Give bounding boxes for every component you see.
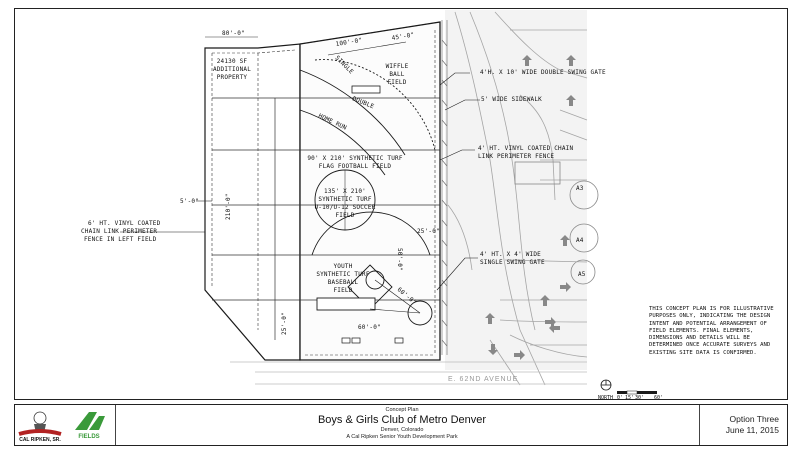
field-labels: WIFFLE BALL FIELD 90' X 210' SYNTHETIC T… xyxy=(213,58,409,294)
scale-label-0: 0' xyxy=(617,395,623,401)
scale-label-60: 60' xyxy=(654,395,663,401)
perimeter-fence xyxy=(211,30,436,356)
bleachers xyxy=(341,337,404,344)
scale-label-30: 30' xyxy=(635,395,644,401)
option-label: Option Three xyxy=(729,414,779,424)
disclaimer-note: THIS CONCEPT PLAN IS FOR ILLUSTRATIVE PU… xyxy=(649,306,774,356)
callout-fence-left-3: FENCE IN LEFT FIELD xyxy=(84,236,157,243)
callout-fence-left-1: 6' HT. VINYL COATED xyxy=(88,220,161,227)
title-right: Option Three June 11, 2015 xyxy=(726,414,779,436)
north-arrow-icon xyxy=(600,379,612,391)
soccer-label-2: SYNTHETIC TURF xyxy=(318,196,372,203)
north-label: NORTH xyxy=(598,395,613,401)
dim-50: 50'-0" xyxy=(396,248,403,271)
dim-top-width: 80'-0" xyxy=(222,30,245,37)
title-divider-left xyxy=(115,405,116,445)
title-divider-right xyxy=(699,405,700,445)
soccer-label-4: FIELD xyxy=(335,212,354,219)
dim-60: 60'-0" xyxy=(358,324,381,331)
road-e-62nd xyxy=(230,361,587,385)
wiffle-label-1: WIFFLE xyxy=(386,63,409,70)
fields-logo-text: FIELDS xyxy=(78,434,99,440)
property-note-1: 24130 SF xyxy=(217,58,248,65)
callout-gate-single-1: 4' HT. X 4' WIDE xyxy=(480,251,541,258)
site-label-a5: A5 xyxy=(578,271,586,278)
fields-logo: FIELDS xyxy=(75,412,105,440)
sidewalk xyxy=(441,20,448,355)
callout-fence-right-2: LINK PERIMETER FENCE xyxy=(478,153,554,160)
callouts xyxy=(120,72,480,291)
property-note-3: PROPERTY xyxy=(217,74,248,81)
dim-right-top: 100'-0" xyxy=(335,37,362,48)
project-title: Boys & Girls Club of Metro Denver xyxy=(317,414,487,426)
wiffle-label-3: FIELD xyxy=(387,79,406,86)
project-location: Denver, Colorado xyxy=(380,427,424,433)
callout-gate-double: 4'H. X 10' WIDE DOUBLE SWING GATE xyxy=(480,69,606,76)
football-label-1: 90' X 210' SYNTHETIC TURF xyxy=(307,155,402,162)
wiffle-label-2: BALL xyxy=(389,71,404,78)
site-plan-drawing: E. 62ND AVENUE A3 A4 A5 xyxy=(81,10,663,401)
outfield-arcs xyxy=(299,21,441,176)
dim-210: 210'-0" xyxy=(225,193,232,220)
baseball-label-3: BASEBALL xyxy=(328,279,359,286)
dim-5: 5'-0" xyxy=(180,198,199,205)
callout-gate-single-2: SINGLE SWING GATE xyxy=(480,259,545,266)
baseball-label-1: YOUTH xyxy=(333,263,352,270)
football-label-2: FLAG FOOTBALL FIELD xyxy=(319,163,392,170)
baseball-label-4: FIELD xyxy=(333,287,352,294)
title-block: CAL RIPKEN, SR. FIELDS Concept Plan Boys… xyxy=(14,404,788,446)
scale-label-15: 15' xyxy=(625,395,634,401)
traffic-arrows xyxy=(485,55,576,360)
ripken-logo-text: CAL RIPKEN, SR. xyxy=(19,437,61,443)
dim-right-top-b: 45'-0" xyxy=(391,31,415,41)
project-subtitle: A Cal Ripken Senior Youth Development Pa… xyxy=(346,434,458,440)
scale-bar: 0' 15' 30' 60' xyxy=(617,390,663,401)
plan-date: June 11, 2015 xyxy=(725,425,779,435)
soccer-center-circle xyxy=(314,169,376,231)
callout-sidewalk: 5' WIDE SIDEWALK xyxy=(481,96,542,103)
baseball-label-2: SYNTHETIC TURF xyxy=(316,271,370,278)
road-label: E. 62ND AVENUE xyxy=(448,376,518,383)
callout-fence-right-1: 4' HT. VINYL COATED CHAIN xyxy=(478,145,573,152)
site-label-a3: A3 xyxy=(576,185,584,192)
soccer-label-3: U-10/U-12 SOCCER xyxy=(315,204,376,211)
callout-fence-left-2: CHAIN LINK PERIMETER xyxy=(81,228,157,235)
title-center: Concept Plan Boys & Girls Club of Metro … xyxy=(215,407,589,441)
dim-25-right: 25'-0" xyxy=(417,228,440,235)
site-label-a4: A4 xyxy=(576,237,584,244)
dim-25-left: 25'-0" xyxy=(281,312,288,335)
baseball-diamond xyxy=(311,211,433,326)
wiffle-plate xyxy=(351,85,381,94)
soccer-label-1: 135' X 210' xyxy=(324,188,366,195)
property-note-2: ADDITIONAL xyxy=(213,66,251,73)
cal-ripken-logo: CAL RIPKEN, SR. xyxy=(18,411,62,443)
sheet-type: Concept Plan xyxy=(385,407,419,413)
drawing-frame xyxy=(14,8,788,400)
existing-site xyxy=(445,10,599,386)
